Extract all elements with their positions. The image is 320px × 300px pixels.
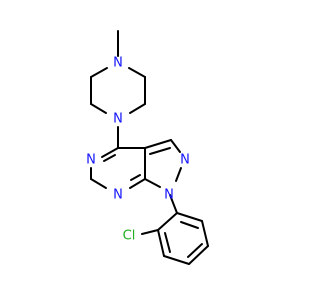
bond-c3-n2 [170,139,181,153]
atom-n-piperazine-label: N [113,112,123,127]
atom-n-pyrimidine-1-label: N [113,188,123,203]
bond-ph-2 [157,229,165,257]
bond-pip-4 [128,67,146,78]
atom-cl: Cl [123,229,136,244]
atom-n-piperazine: N [113,112,123,127]
bond-n2-n1p [175,167,182,182]
atom-n-methyl: N [113,56,123,71]
atom-n-pyrazole-1: N [164,188,174,203]
bond-n1p-c7a [144,178,161,188]
bond-ph-6 [176,212,203,222]
atom-n-pyrimidine-3-label: N [86,153,96,168]
bond-ph-4 [188,245,209,265]
bond-c4-n3 [101,147,119,158]
atom-n-pyrimidine-3: N [86,153,96,168]
bonds [90,30,209,265]
bond-pip-6 [129,103,146,114]
bond-c2-n1 [90,178,107,189]
atom-labels: N N N N N N Cl [86,56,190,244]
bond-ph-2-inner [164,232,171,253]
atom-n-methyl-label: N [113,56,123,71]
atom-n-pyrimidine-1: N [113,188,123,203]
atom-cl-label: Cl [123,229,136,244]
atom-n-pyrazole-1-label: N [164,188,174,203]
bond-n1-c7a [129,178,146,189]
atom-n-pyrazole-2: N [180,153,190,168]
bond-ph-6-inner [180,221,199,229]
molecule-diagram: N N N N N N Cl [86,30,209,265]
atom-n-pyrazole-2-label: N [180,153,190,168]
bond-ph-5 [201,220,209,247]
bond-c3a-c3 [144,139,172,149]
structure-svg: N N N N N N Cl [86,30,209,265]
bond-cl [141,229,159,235]
bond-n1-c7a-inner [130,174,141,181]
bond-c4-n3-inner [103,154,116,162]
bond-ph-4-inner [187,243,203,258]
bond-ph-3 [163,255,190,265]
bond-pip-1 [90,67,108,78]
bond-ph-1 [157,212,178,231]
bond-n1p-phenyl [169,194,178,214]
bond-pip-3 [90,103,107,114]
bond-c3a-c3-inner [149,147,171,155]
